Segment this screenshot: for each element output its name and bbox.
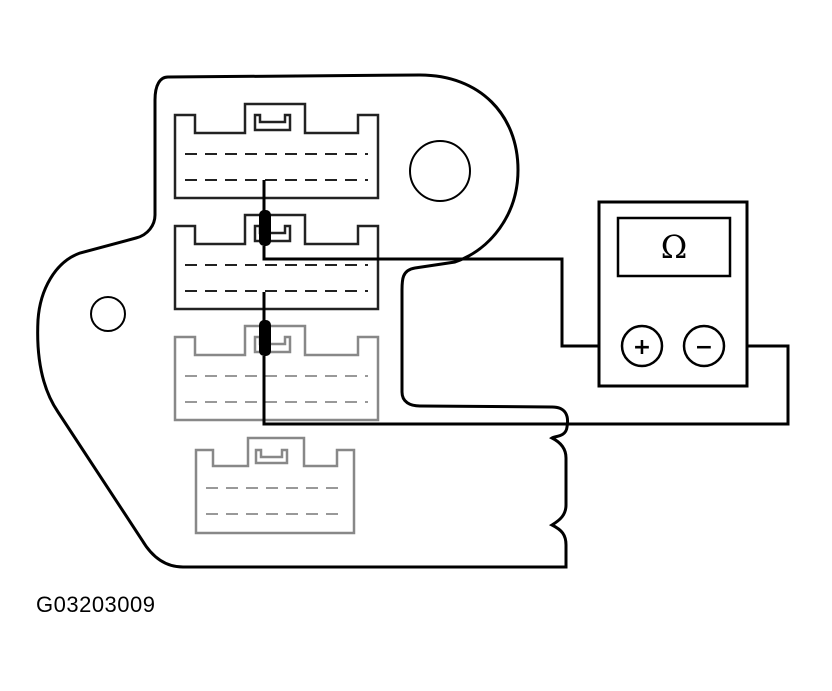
board-outline	[36, 73, 570, 569]
positive-lead	[262, 246, 620, 348]
connector-1	[173, 102, 380, 200]
ohmmeter-display	[616, 216, 732, 278]
connector-3	[173, 324, 380, 422]
positive-terminal	[620, 324, 664, 368]
connector-2	[173, 213, 380, 311]
negative-terminal	[682, 324, 726, 368]
negative-lead	[262, 344, 790, 426]
figure-id-label: G03203009	[36, 592, 156, 617]
probe-tip-lower	[259, 320, 271, 356]
connector-4	[194, 436, 356, 535]
probe-tip-upper	[259, 210, 271, 246]
negative-terminal-label: −	[695, 335, 713, 360]
positive-terminal-label: +	[633, 335, 651, 360]
mounting-hole-left	[90, 296, 126, 332]
mounting-hole-right	[409, 140, 471, 202]
ohmmeter: Ω + −	[597, 200, 749, 388]
ohm-symbol: Ω	[661, 228, 688, 266]
